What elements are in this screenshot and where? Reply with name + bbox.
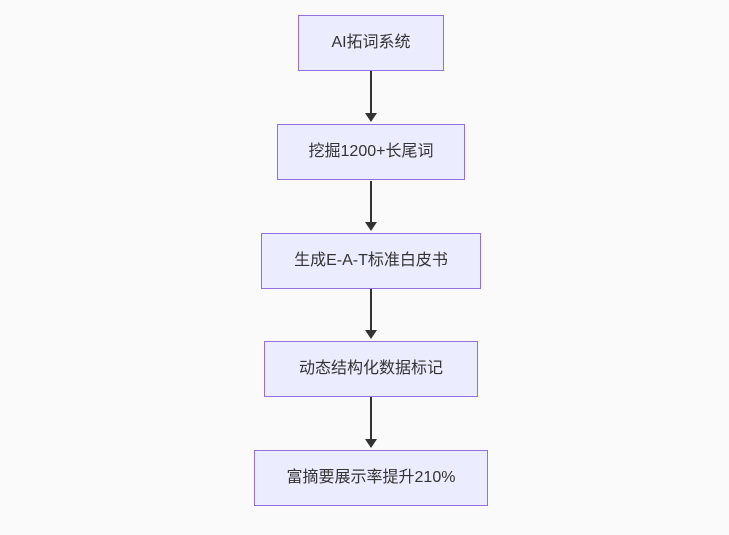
node-label: 挖掘1200+长尾词 [308,143,434,160]
arrowhead-down-icon [365,439,377,448]
flowchart-node-longtail-keywords: 挖掘1200+长尾词 [277,124,465,180]
node-label: 生成E-A-T标准白皮书 [294,252,448,269]
flowchart-node-structured-data-markup: 动态结构化数据标记 [264,341,478,397]
flowchart-node-rich-snippet-rate: 富摘要展示率提升210% [254,450,488,506]
arrowhead-down-icon [365,330,377,339]
edge-line-n2-n3 [370,181,372,222]
arrowhead-down-icon [365,113,377,122]
node-label: 富摘要展示率提升210% [286,469,456,486]
flowchart-node-ai-word-expansion: AI拓词系统 [298,15,444,71]
edge-line-n1-n2 [370,71,372,113]
flowchart-node-eat-whitepaper: 生成E-A-T标准白皮书 [261,233,481,289]
edge-line-n4-n5 [370,397,372,439]
node-label: 动态结构化数据标记 [298,360,443,377]
edge-line-n3-n4 [370,289,372,330]
arrowhead-down-icon [365,222,377,231]
node-label: AI拓词系统 [331,34,411,51]
